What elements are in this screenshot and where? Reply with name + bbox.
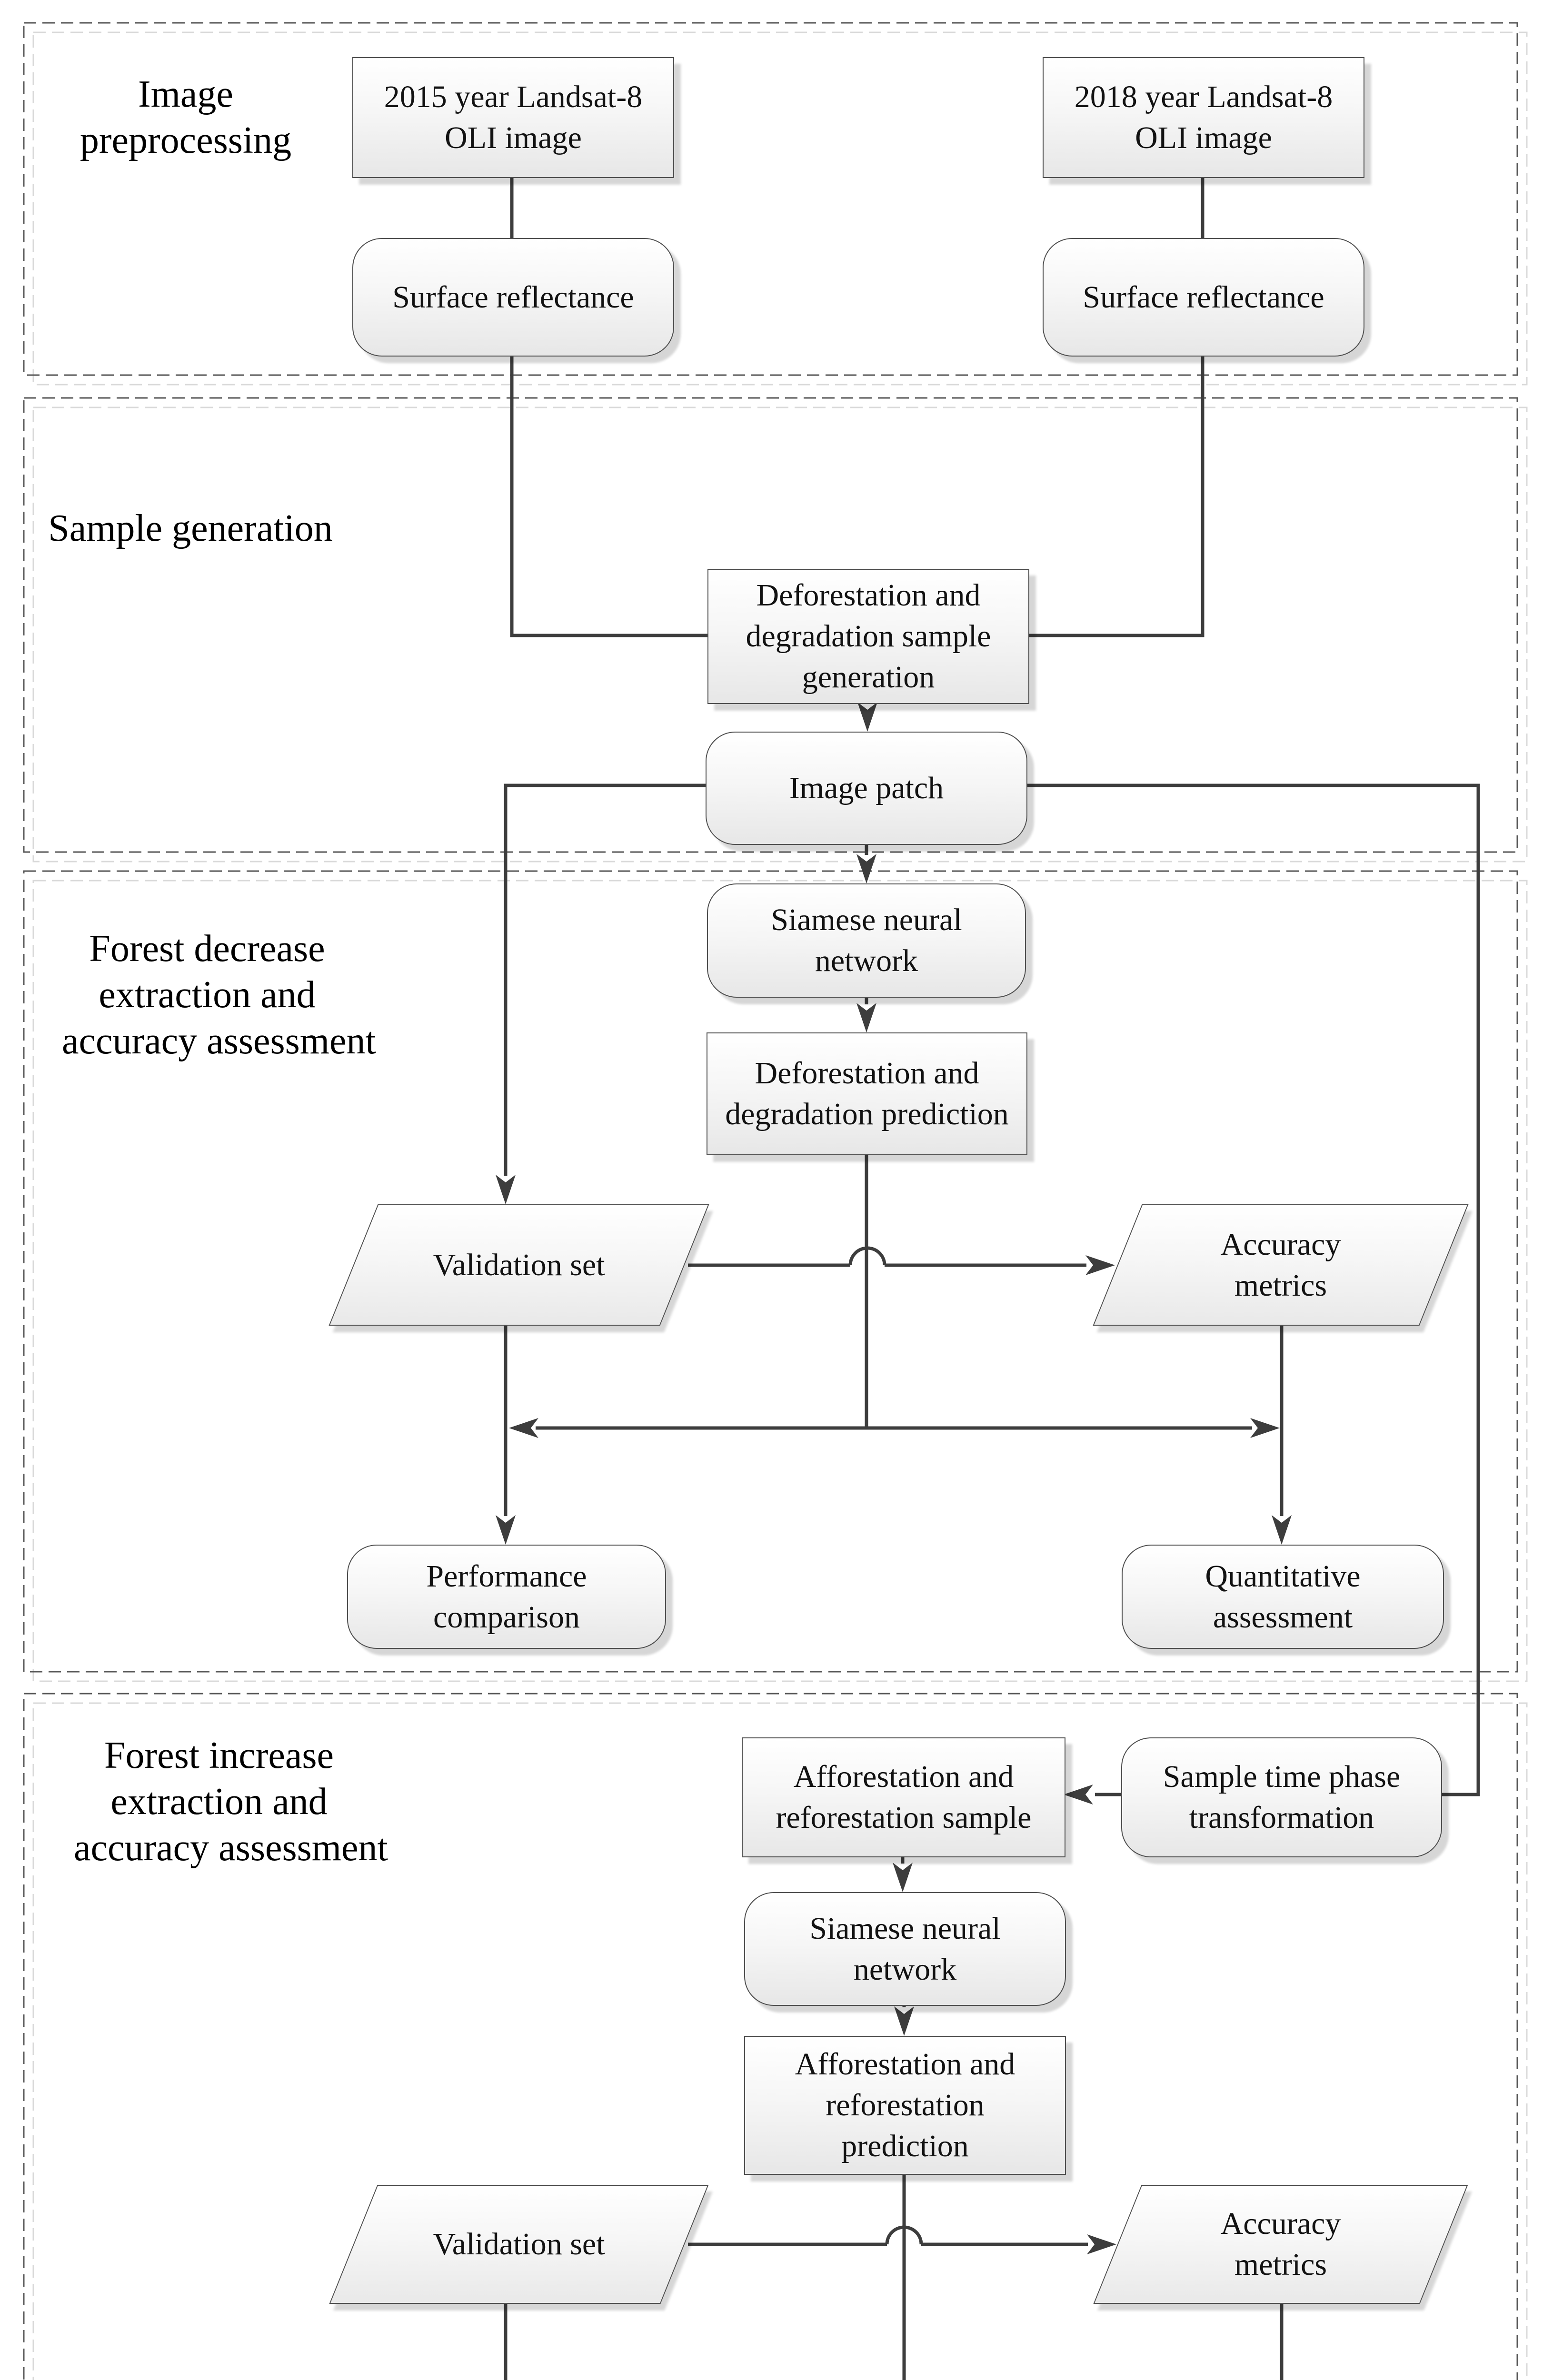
node-text-line: Siamese neural [771, 902, 962, 937]
section-rect-forest-increase [23, 1693, 1518, 2380]
connector-lines [504, 176, 1480, 2380]
arrow-down-prediction1 [856, 1003, 876, 1032]
node-text-line: Sample time phase [1163, 1759, 1401, 1794]
edge-surface2018-to-sample-gen [1027, 355, 1205, 637]
section-rect-forest-decrease [23, 870, 1518, 1673]
node-validation-set-2: Validation set [329, 2185, 709, 2304]
node-text-line: metrics [1234, 2247, 1327, 2282]
edge-surface2015-to-sample-gen [510, 355, 707, 637]
node-text-line: network [815, 943, 918, 978]
section-label-forest-decrease: Forest decrease extraction and accuracy … [62, 926, 376, 1064]
node-text-line: Deforestation and [755, 1056, 979, 1091]
node-text-line: OLI image [1135, 120, 1272, 155]
node-text-line: Image patch [789, 771, 944, 805]
node-text-line: 2015 year Landsat-8 [384, 79, 643, 114]
node-text-line: Quantitative [1205, 1558, 1361, 1594]
section-label-line: extraction and [110, 1781, 328, 1823]
section-label-line: Forest decrease [89, 928, 325, 970]
node-text-line: assessment [1213, 1599, 1353, 1635]
section-label-forest-increase: Forest increase extraction and accuracy … [74, 1733, 388, 1871]
arrow-down-siamese2 [893, 1863, 913, 1892]
section-label-line: accuracy assessment [62, 1020, 376, 1062]
section-label-line: extraction and [99, 974, 316, 1016]
arrow-down-siamese1 [856, 854, 876, 883]
arrowheads [496, 702, 1292, 2254]
arrow-left-junction1 [509, 1418, 538, 1438]
section-label-image-preprocessing: Image preprocessing [43, 71, 329, 164]
node-text-line: degradation prediction [725, 1097, 1009, 1131]
arrow-down-prediction2 [894, 2006, 914, 2036]
section-rect-image-preprocessing [23, 22, 1518, 376]
node-text-line: Validation set [433, 1247, 605, 1282]
node-text-line: degradation sample [746, 619, 991, 654]
section-label-line: accuracy assessment [74, 1827, 388, 1869]
edge-imagepatch-to-validation1 [504, 783, 706, 1176]
line-hop-2 [885, 2225, 923, 2245]
node-quantitative-assessment-1: Quantitative assessment [1122, 1545, 1444, 1649]
node-text-line: 2018 year Landsat-8 [1074, 79, 1333, 114]
node-accuracy-metrics-1: Accuracy metrics [1093, 1204, 1469, 1326]
section-border-shadows [32, 31, 1528, 2380]
node-text-line: Afforestation and [795, 2047, 1015, 2082]
node-text-line: network [853, 1952, 957, 1987]
node-surface-reflectance-2018: Surface reflectance [1043, 238, 1364, 357]
node-deforestation-prediction: Deforestation and degradation prediction [707, 1032, 1027, 1155]
section-label-line: preprocessing [80, 119, 292, 161]
node-text-line: Validation set [433, 2227, 605, 2261]
node-afforestation-prediction: Afforestation and reforestation predicti… [744, 2036, 1066, 2175]
node-text-line: Accuracy [1220, 1227, 1341, 1262]
node-text-line: Surface reflectance [392, 279, 634, 315]
arrow-right-junction1 [1250, 1418, 1280, 1438]
section-label-line: Image [138, 73, 233, 115]
node-siamese-network-1: Siamese neural network [707, 883, 1026, 998]
arrow-down-quantitative1 [1272, 1515, 1292, 1545]
arrow-down-imagepatch [857, 702, 877, 732]
node-sample-time-phase-transformation: Sample time phase transformation [1121, 1737, 1442, 1857]
node-siamese-network-2: Siamese neural network [744, 1892, 1066, 2006]
node-validation-set-1: Validation set [329, 1204, 709, 1326]
node-text-line: Performance [426, 1558, 587, 1594]
node-image-patch: Image patch [706, 732, 1027, 845]
node-performance-comparison-1: Performance comparison [347, 1545, 666, 1649]
node-landsat-2018: 2018 year Landsat-8 OLI image [1043, 57, 1364, 178]
line-hop-1 [848, 1246, 886, 1266]
node-text-line: OLI image [445, 120, 582, 155]
node-text-line: Surface reflectance [1083, 279, 1324, 315]
node-text-line: comparison [433, 1599, 580, 1635]
arrow-right-accuracy1 [1085, 1255, 1115, 1275]
arrow-left-affsample [1064, 1785, 1093, 1805]
node-text-line: Deforestation and [756, 578, 981, 613]
node-afforestation-sample: Afforestation and reforestation sample [742, 1737, 1065, 1857]
node-text-line: prediction [841, 2129, 969, 2163]
section-rect-sample-generation [23, 397, 1518, 853]
node-deforestation-sample-generation: Deforestation and degradation sample gen… [707, 569, 1029, 704]
node-text-line: metrics [1234, 1268, 1327, 1303]
arrow-down-performance1 [496, 1515, 516, 1545]
section-label-line: Sample generation [48, 507, 333, 549]
node-text-line: Afforestation and [793, 1759, 1014, 1794]
node-text-line: reforestation [826, 2088, 985, 2122]
node-landsat-2015: 2015 year Landsat-8 OLI image [352, 57, 674, 178]
section-label-line: Forest increase [104, 1735, 334, 1776]
node-text-line: Accuracy [1220, 2206, 1341, 2241]
arrow-down-validation1 [496, 1175, 516, 1204]
node-accuracy-metrics-2: Accuracy metrics [1093, 2185, 1469, 2304]
section-label-sample-generation: Sample generation [33, 506, 348, 552]
edge-imagepatch-to-sample-time-phase [1025, 783, 1480, 1796]
node-text-line: Siamese neural [809, 1911, 1001, 1946]
node-text-line: reforestation sample [776, 1800, 1032, 1835]
node-text-line: generation [802, 660, 935, 694]
node-text-line: transformation [1189, 1800, 1374, 1835]
arrow-right-accuracy2 [1087, 2234, 1116, 2254]
section-borders [23, 22, 1518, 2380]
node-surface-reflectance-2015: Surface reflectance [352, 238, 674, 357]
